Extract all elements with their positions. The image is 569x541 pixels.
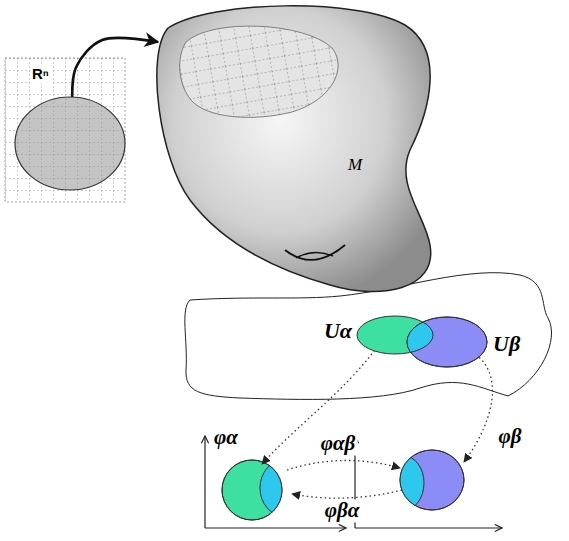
handle-hole (285, 245, 345, 260)
map-label: φβ (496, 425, 523, 448)
manifold-region-label: M (348, 156, 362, 175)
open-set-alpha (357, 316, 433, 354)
overlap-region (357, 316, 433, 354)
chart-patch (180, 26, 338, 117)
map-label-holder: φαβ (319, 432, 358, 455)
domain-grid (5, 58, 125, 202)
map-label: φα (212, 426, 240, 449)
open-set-beta-outline (407, 317, 487, 367)
euclidean-domain-label: Rⁿ (30, 66, 51, 83)
chart-map-arrow (72, 38, 158, 97)
open-set-label: Uα (324, 319, 352, 343)
handle-hole (296, 252, 333, 258)
map-label: φαβ (319, 432, 358, 455)
open-set: Uβ (407, 317, 487, 367)
manifold-region: M (158, 3, 438, 295)
map-label-holder: φα (212, 426, 240, 449)
coordinate-grid (5, 58, 125, 202)
manifold-shape (157, 6, 431, 292)
map-label-holder: φβ (496, 425, 523, 448)
manifold-region-outline (158, 3, 438, 295)
map-label-holder: φβα (323, 499, 362, 522)
euclidean-domain-outline (15, 97, 125, 190)
open-set-label: Uβ (493, 332, 520, 356)
euclidean-domain: Rⁿ (15, 97, 125, 190)
chart-patch-grid (180, 26, 338, 117)
chart-image-alpha (222, 460, 308, 520)
chart-image-beta (384, 450, 464, 510)
open-set-outline (407, 317, 487, 367)
map-label: φβα (323, 499, 362, 522)
